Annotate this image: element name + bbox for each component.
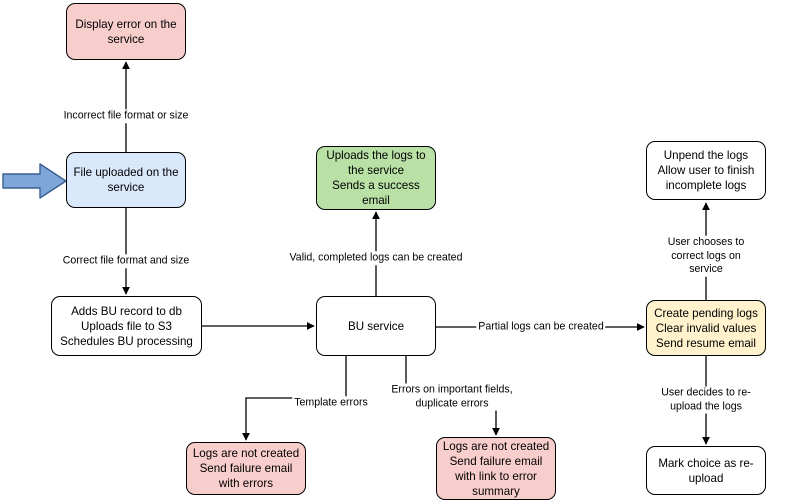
node-mark-choice-as-reupload[interactable]: Mark choice as re- upload bbox=[646, 446, 766, 495]
edge-label-user-corrects-logs: User chooses to correct logs on service bbox=[658, 235, 754, 277]
node-bu-service[interactable]: BU service bbox=[316, 296, 436, 356]
edge-label-partial-logs: Partial logs can be created bbox=[476, 320, 606, 334]
edge-label-important-field-errors: Errors on important fields, duplicate er… bbox=[389, 383, 515, 411]
edge-label-correct-file-format: Correct file format and size bbox=[60, 254, 192, 268]
node-uploads-logs-success[interactable]: Uploads the logs to the service Sends a … bbox=[316, 146, 436, 210]
node-logs-not-created-error-summary[interactable]: Logs are not created Send failure email … bbox=[436, 437, 556, 500]
node-display-error[interactable]: Display error on the service bbox=[66, 3, 186, 60]
start-arrow-icon bbox=[2, 163, 67, 199]
node-create-pending-logs[interactable]: Create pending logs Clear invalid values… bbox=[646, 300, 766, 356]
edge-label-valid-completed-logs: Valid, completed logs can be created bbox=[287, 251, 465, 265]
node-adds-bu-record[interactable]: Adds BU record to db Uploads file to S3 … bbox=[51, 296, 202, 356]
edge-label-user-reupload-logs: User decides to re-upload the logs bbox=[658, 386, 754, 414]
edge-label-template-errors: Template errors bbox=[292, 396, 370, 410]
edge-label-incorrect-file-format: Incorrect file format or size bbox=[61, 109, 191, 123]
node-unpend-the-logs[interactable]: Unpend the logs Allow user to finish inc… bbox=[646, 141, 766, 200]
node-logs-not-created-with-errors[interactable]: Logs are not created Send failure email … bbox=[186, 442, 306, 495]
node-file-uploaded-on-the-service[interactable]: File uploaded on the service bbox=[66, 152, 186, 208]
